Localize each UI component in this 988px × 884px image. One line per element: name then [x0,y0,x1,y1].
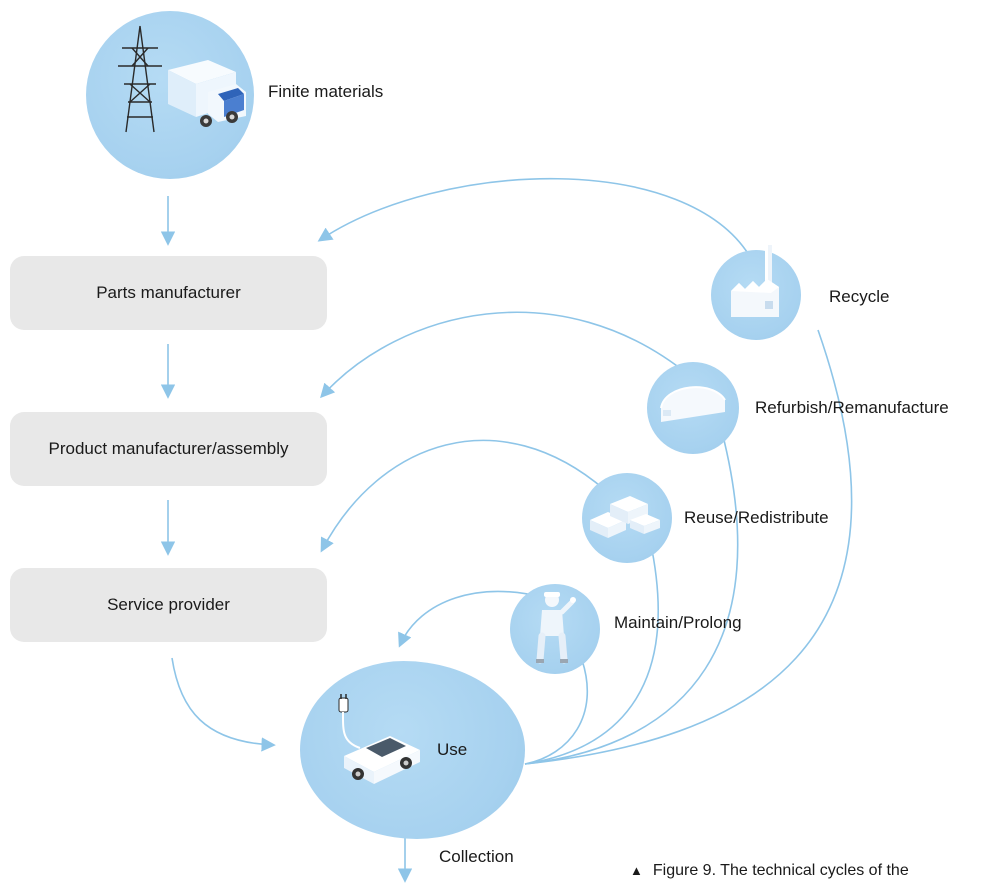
power-pylon-truck-icon [108,22,258,142]
worker-icon [530,588,580,673]
reuse-label: Reuse/Redistribute [684,508,829,527]
return-arc-reuse [320,439,606,553]
loop-line-reuse [524,539,659,765]
recycle-label: Recycle [829,287,890,306]
loop-line-maintain [524,659,588,765]
use-label: Use [437,740,468,759]
figure-caption-text: Figure 9. The technical cycles of the [652,862,909,879]
product-manufacturer-box: Product manufacturer/assembly [10,412,327,486]
return-arc-recycle [317,177,753,261]
factory-icon [725,243,787,330]
product-manufacturer-label: Product manufacturer/assembly [48,439,289,458]
return-arc-refurbish [320,311,691,399]
arrow-service-to-use [171,657,276,752]
loop-line-recycle [524,329,853,765]
collection-label: Collection [439,847,514,866]
service-provider-label: Service provider [107,595,230,614]
warehouse-icon [655,378,733,433]
parts-manufacturer-label: Parts manufacturer [96,283,241,302]
finite-materials-label: Finite materials [268,82,384,101]
boxes-icon [586,490,666,545]
triangle-up-icon: ▲ [630,863,643,878]
loop-line-refurbish [524,431,739,765]
service-provider-box: Service provider [10,568,327,642]
maintain-label: Maintain/Prolong [614,613,742,632]
figure-caption: ▲ Figure 9. The technical cycles of the [630,862,909,880]
refurbish-label: Refurbish/Remanufacture [755,398,949,417]
parts-manufacturer-box: Parts manufacturer [10,256,327,330]
return-arc-maintain [398,590,546,648]
electric-car-icon [320,690,430,805]
